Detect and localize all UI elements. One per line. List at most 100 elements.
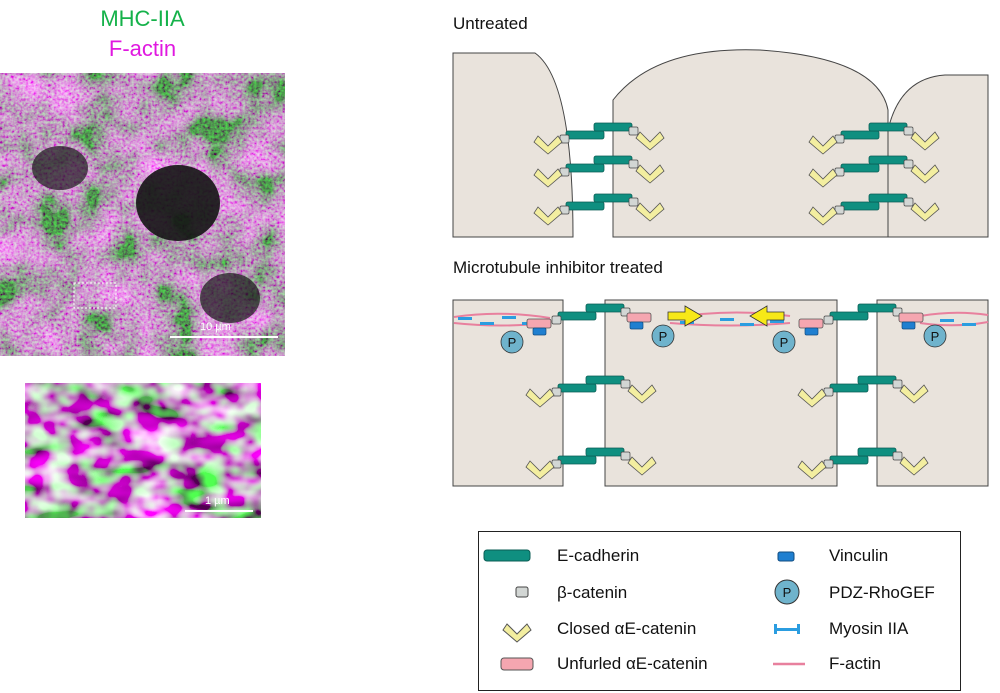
ecadherin-shape xyxy=(857,303,897,313)
ecadherin-shape xyxy=(857,375,897,385)
ecadherin-shape xyxy=(585,375,625,385)
bcatenin-shape xyxy=(903,197,914,207)
unfurled-alpha-catenin-shape xyxy=(898,312,924,323)
ecadherin-shape xyxy=(868,193,908,203)
closed-alpha-catenin-shape xyxy=(808,206,838,226)
closed-alpha-catenin-shape xyxy=(533,135,563,155)
closed-alpha-catenin-shape xyxy=(910,131,940,151)
arrow-right-icon xyxy=(667,305,703,327)
ecadherin-shape xyxy=(557,383,597,393)
vinculin-shape xyxy=(804,327,819,336)
ecadherin-shape xyxy=(557,455,597,465)
closed-alpha-catenin-shape xyxy=(797,388,827,408)
closed-alpha-catenin-shape xyxy=(525,460,555,480)
ecadherin-shape xyxy=(585,303,625,313)
closed-alpha-catenin-shape xyxy=(635,164,665,184)
closed-alpha-catenin-shape xyxy=(627,456,657,476)
closed-alpha-catenin-shape xyxy=(635,131,665,151)
pdz-rhogef-letter: P xyxy=(508,335,517,350)
ecadherin-shape xyxy=(593,193,633,203)
pdz-rhogef-icon xyxy=(774,579,800,605)
legend-label-factin: F-actin xyxy=(829,654,881,673)
legend-label-pdzrhogef: PDZ-RhoGEF xyxy=(829,583,935,602)
legend-label-ecadherin: E-cadherin xyxy=(557,546,640,565)
bcatenin-shape xyxy=(892,379,903,389)
closed-alpha-catenin-shape xyxy=(797,460,827,480)
unfurled-alpha-catenin-icon xyxy=(500,657,534,671)
legend-symbols: P xyxy=(483,549,805,671)
closed-alpha-catenin-shape xyxy=(808,135,838,155)
untreated-panel xyxy=(452,49,989,238)
ecadherin-icon xyxy=(483,549,531,562)
untreated-cell-middle xyxy=(612,49,889,238)
unfurled-alpha-catenin-shape xyxy=(798,318,824,329)
ecadherin-shape xyxy=(868,155,908,165)
ecadherin-shape xyxy=(585,447,625,457)
ecadherin-shape xyxy=(840,201,880,211)
ecadherin-shape xyxy=(868,122,908,132)
ecadherin-shape xyxy=(840,163,880,173)
legend-label-myosin: Myosin IIA xyxy=(829,619,909,638)
ecadherin-shape xyxy=(565,163,605,173)
unfurled-alpha-catenin-shape xyxy=(626,312,652,323)
vinculin-shape xyxy=(901,321,916,330)
bcatenin-shape xyxy=(892,451,903,461)
unfurled-alpha-catenin-shape xyxy=(526,318,552,329)
closed-alpha-catenin-shape xyxy=(910,202,940,222)
ecadherin-shape xyxy=(829,311,869,321)
pdz-rhogef-shape xyxy=(923,324,947,348)
ecadherin-shape xyxy=(565,201,605,211)
micrograph-main-image xyxy=(0,73,285,356)
ecadherin-shape xyxy=(829,455,869,465)
legend-label-closed-ae: Closed αE-catenin xyxy=(557,619,697,638)
closed-alpha-catenin-shape xyxy=(627,384,657,404)
bcatenin-shape xyxy=(903,159,914,169)
ecadherin-shape xyxy=(593,155,633,165)
legend-label-bcatenin: β-catenin xyxy=(557,583,628,602)
bcatenin-shape xyxy=(620,451,631,461)
closed-alpha-catenin-icon xyxy=(502,623,532,643)
mhc-iia-label: MHC-IIA xyxy=(100,6,185,31)
svg-text:P: P xyxy=(783,585,792,600)
arrow-left-icon xyxy=(749,305,785,327)
untreated-cell-left xyxy=(452,52,574,238)
untreated-title: Untreated xyxy=(453,14,528,33)
ecadherin-shape xyxy=(557,311,597,321)
f-actin-label: F-actin xyxy=(108,36,177,61)
bcatenin-shape xyxy=(628,197,639,207)
closed-alpha-catenin-shape xyxy=(910,164,940,184)
treated-panel xyxy=(452,299,989,487)
ecadherin-shape xyxy=(857,447,897,457)
pdz-rhogef-shape xyxy=(500,330,524,354)
ecadherin-shape xyxy=(593,122,633,132)
vinculin-shape xyxy=(532,327,547,336)
bcatenin-shape xyxy=(551,315,562,325)
bcatenin-shape xyxy=(628,159,639,169)
closed-alpha-catenin-shape xyxy=(525,388,555,408)
closed-alpha-catenin-shape xyxy=(899,384,929,404)
scale-bar-zoom-label: 1 µm xyxy=(205,495,230,507)
closed-alpha-catenin-shape xyxy=(635,202,665,222)
legend-label-unfurled-ae: Unfurled αE-catenin xyxy=(557,654,708,673)
pdz-rhogef-shape xyxy=(772,330,796,354)
bcatenin-shape xyxy=(903,126,914,136)
bcatenin-icon xyxy=(515,586,529,598)
pdz-rhogef-shape xyxy=(651,324,675,348)
treated-title: Microtubule inhibitor treated xyxy=(453,258,663,277)
scale-bar-main-label: 10 µm xyxy=(200,321,231,333)
micrograph-zoom-image xyxy=(25,383,261,518)
tension-arrows xyxy=(667,305,785,327)
vinculin-shape xyxy=(629,321,644,330)
bcatenin-shape xyxy=(620,379,631,389)
closed-alpha-catenin-shape xyxy=(808,168,838,188)
legend: P E-cadherin Vinculin β-catenin PDZ-RhoG… xyxy=(478,531,961,691)
legend-label-vinculin: Vinculin xyxy=(829,546,889,565)
ecadherin-shape xyxy=(840,130,880,140)
pdz-rhogef-letter: P xyxy=(780,335,789,350)
closed-alpha-catenin-shape xyxy=(533,206,563,226)
pdz-rhogef-letter: P xyxy=(659,329,668,344)
ecadherin-shape xyxy=(565,130,605,140)
vinculin-icon xyxy=(777,551,795,562)
